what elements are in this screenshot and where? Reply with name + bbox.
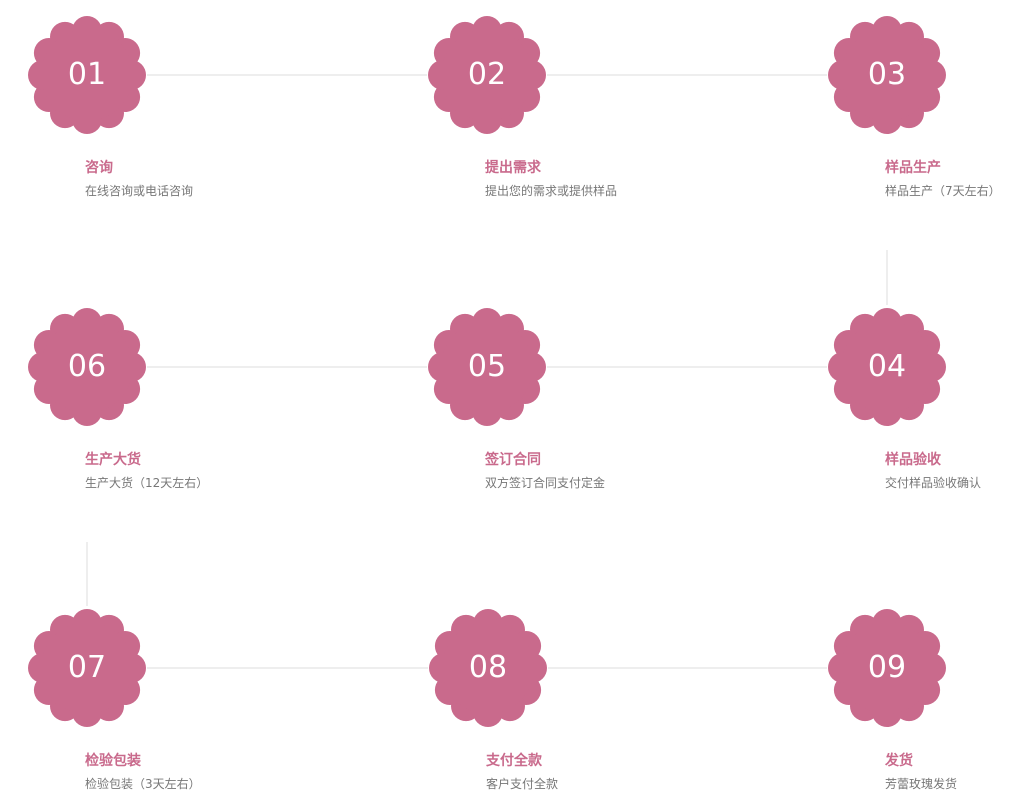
step-09: 09 发货 芳蕾玫瑰发货: [827, 608, 997, 808]
flower-center: [841, 321, 933, 413]
flower-center: [41, 321, 133, 413]
step-04: 04 样品验收 交付样品验收确认: [827, 307, 997, 507]
step-title: 样品验收: [885, 452, 941, 468]
step-08: 08 支付全款 客户支付全款: [428, 608, 598, 808]
step-title: 支付全款: [486, 753, 542, 769]
flower-badge-icon: [28, 308, 146, 426]
step-title: 检验包装: [85, 753, 141, 769]
step-02: 02 提出需求 提出您的需求或提供样品: [427, 15, 617, 215]
step-description: 双方签订合同支付定金: [485, 476, 606, 490]
step-description: 客户支付全款: [486, 777, 559, 791]
step-01: 01 咨询 在线咨询或电话咨询: [27, 15, 197, 215]
flower-center: [41, 622, 133, 714]
step-title: 咨询: [85, 160, 113, 176]
step-07: 07 检验包装 检验包装（3天左右）: [27, 608, 201, 808]
step-title: 提出需求: [485, 160, 541, 176]
step-description: 生产大货（12天左右）: [85, 476, 209, 490]
step-description: 芳蕾玫瑰发货: [885, 777, 958, 791]
step-number: 03: [867, 57, 907, 92]
step-number: 05: [467, 349, 507, 384]
flower-badge-icon: [828, 16, 946, 134]
step-number: 01: [67, 57, 107, 92]
step-description: 检验包装（3天左右）: [85, 777, 201, 791]
flower-badge-icon: [28, 609, 146, 727]
flower-badge-icon: [828, 308, 946, 426]
flower-badge-icon: [428, 16, 546, 134]
flower-center: [841, 29, 933, 121]
flower-center: [41, 29, 133, 121]
flower-center: [441, 321, 533, 413]
step-number: 06: [67, 349, 107, 384]
step-05: 05 签订合同 双方签订合同支付定金: [427, 307, 605, 507]
step-number: 07: [67, 650, 107, 685]
step-description: 在线咨询或电话咨询: [85, 184, 194, 198]
step-title: 签订合同: [485, 452, 541, 468]
step-number: 08: [468, 650, 508, 685]
flower-center: [441, 29, 533, 121]
flower-badge-icon: [428, 308, 546, 426]
flower-center: [841, 622, 933, 714]
flower-badge-icon: [28, 16, 146, 134]
flower-center: [442, 622, 534, 714]
flower-badge-icon: [429, 609, 547, 727]
step-title: 生产大货: [85, 452, 141, 468]
step-number: 02: [467, 57, 507, 92]
step-description: 交付样品验收确认: [885, 476, 982, 490]
step-number: 09: [867, 650, 907, 685]
step-description: 提出您的需求或提供样品: [485, 184, 618, 198]
flower-badge-icon: [828, 609, 946, 727]
step-title: 发货: [885, 753, 913, 769]
step-description: 样品生产（7天左右）: [885, 184, 1001, 198]
step-03: 03 样品生产 样品生产（7天左右）: [827, 15, 1001, 215]
step-number: 04: [867, 349, 907, 384]
step-06: 06 生产大货 生产大货（12天左右）: [27, 307, 208, 507]
step-title: 样品生产: [885, 160, 941, 176]
